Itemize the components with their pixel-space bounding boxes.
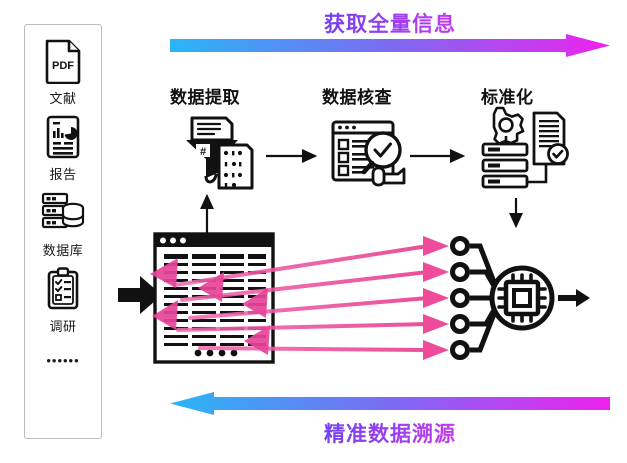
circuit-nodes (450, 236, 470, 360)
source-item-label: 调研 (49, 319, 77, 334)
source-item-database[interactable]: 数据库 (39, 187, 87, 259)
step-label-extract: 数据提取 (170, 88, 240, 107)
bottom-flow-banner: 精准数据溯源 (170, 392, 610, 448)
source-document-window[interactable] (153, 232, 275, 364)
document-highlight-markers (150, 258, 270, 355)
provenance-traces (173, 244, 430, 352)
magnifier-check-icon (331, 120, 406, 187)
top-flow-label: 获取全量信息 (170, 8, 610, 38)
top-flow-banner: 获取全量信息 (170, 8, 610, 64)
clipboard-survey-icon (39, 263, 87, 315)
circuit-traces (470, 243, 506, 353)
svg-text:PDF: PDF (52, 60, 74, 72)
step-label-normalize: 标准化 (481, 88, 534, 107)
step-label-verify: 数据核查 (322, 88, 392, 107)
output-arrow (558, 289, 590, 307)
gear-server-doc-icon (481, 106, 569, 189)
trace-arrowheads (423, 236, 449, 360)
source-item-literature[interactable]: PDF 文献 (39, 35, 87, 107)
funnel-extract-icon: # (186, 116, 254, 190)
source-item-label: 数据库 (42, 243, 84, 258)
source-item-label: 报告 (49, 167, 77, 182)
source-item-report[interactable]: 报告 (39, 111, 87, 183)
bottom-flow-label: 精准数据溯源 (170, 418, 610, 448)
svg-text:#: # (200, 146, 206, 158)
database-server-icon (39, 187, 87, 239)
source-item-survey[interactable]: 调研 (39, 263, 87, 335)
report-chart-icon (39, 111, 87, 163)
source-item-label: 文献 (49, 91, 77, 106)
cpu-chip-icon (489, 265, 555, 331)
source-more-ellipsis: •••••• (46, 353, 80, 368)
pdf-document-icon: PDF (39, 35, 87, 87)
input-arrow (118, 276, 162, 314)
source-sidebar: PDF 文献 报告 (24, 24, 102, 439)
